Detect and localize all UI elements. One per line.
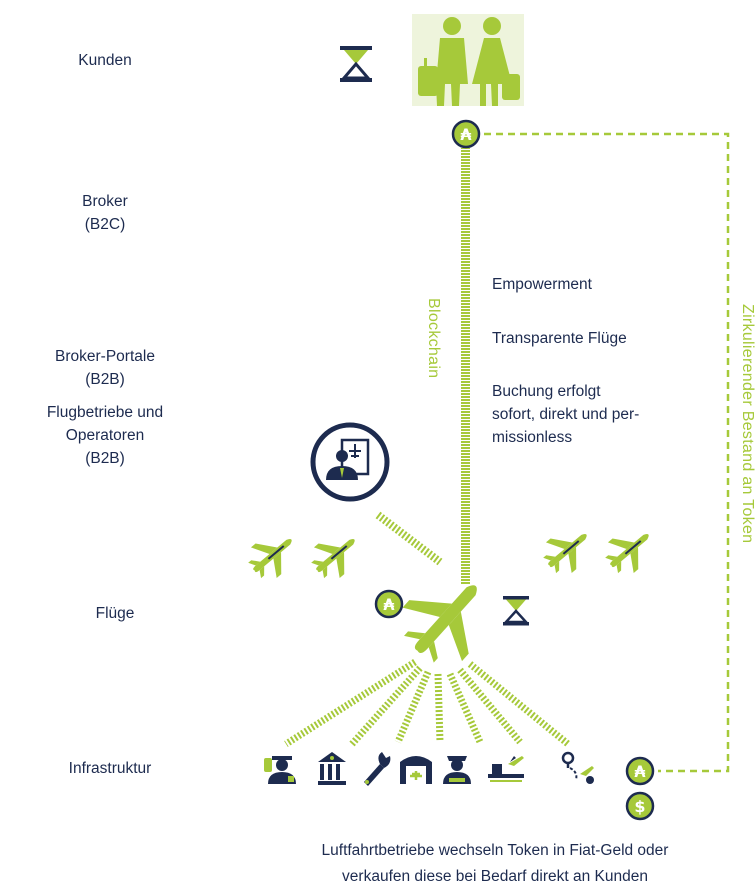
airplane-small-icon-4: [605, 534, 649, 574]
runway-icon: [488, 756, 524, 782]
level-flugbetriebe-label-2: Operatoren: [65, 427, 145, 444]
token-symbol-top: ₳: [460, 125, 472, 144]
blockchain-line: [461, 148, 470, 585]
level-broker: Broker (B2C): [40, 190, 170, 236]
operator-link: [375, 511, 443, 566]
pilot-badge-icon: [310, 422, 390, 502]
infrastructure-rays: [284, 659, 571, 747]
hourglass-icon-flights: [503, 596, 529, 626]
level-fluege-label: Flüge: [95, 605, 135, 622]
footer-line-2: verkaufen diese bei Bedarf direkt an Kun…: [342, 868, 648, 885]
token-icon-top: [451, 119, 481, 149]
benefit-empowerment: Empowerment: [492, 276, 592, 293]
dollar-symbol: $: [634, 797, 645, 816]
route-icon: [561, 751, 594, 784]
token-symbol-bottom: ₳: [634, 762, 646, 781]
footer-line-1: Luftfahrtbetriebe wechseln Token in Fiat…: [321, 842, 669, 859]
token-symbol-flights: ₳: [383, 595, 395, 614]
benefit-booking-line-3: missionless: [492, 429, 573, 446]
level-kunden: Kunden: [40, 49, 170, 72]
level-flugbetriebe-label-1: Flugbetriebe und: [46, 404, 164, 421]
level-flugbetriebe-sub: (B2B): [85, 450, 125, 467]
token-icon-bottom: [625, 756, 655, 786]
airplane-icon: [402, 585, 477, 663]
dollar-icon: [625, 791, 655, 821]
police-icon: [264, 756, 296, 784]
benefit-booking: Buchung erfolgt sofort, direkt und per- …: [492, 380, 639, 449]
level-flugbetriebe: Flugbetriebe und Operatoren (B2B): [10, 401, 200, 470]
benefit-booking-line-2: sofort, direkt und per-: [492, 406, 640, 423]
level-fluege: Flüge: [40, 602, 190, 625]
bank-icon: [318, 752, 346, 785]
travelers-icon: [412, 14, 524, 106]
footer-note: Luftfahrtbetriebe wechseln Token in Fiat…: [240, 838, 750, 890]
airplane-small-icon-1: [248, 539, 292, 579]
captain-icon: [443, 756, 471, 784]
airplane-small-icon-3: [543, 534, 587, 574]
level-kunden-label: Kunden: [78, 52, 132, 69]
level-broker-sub: (B2C): [84, 216, 126, 233]
token-icon-flights: [374, 589, 404, 619]
level-infrastruktur: Infrastruktur: [30, 757, 190, 780]
token-circulation-path: [484, 132, 730, 773]
benefit-transparency: Transparente Flüge: [492, 330, 627, 347]
wrench-icon: [364, 752, 391, 786]
level-portale-sub: (B2B): [85, 371, 125, 388]
level-infrastruktur-label: Infrastruktur: [68, 760, 152, 777]
benefit-booking-line-1: Buchung erfolgt: [492, 383, 601, 400]
level-portale: Broker-Portale (B2B): [25, 345, 185, 391]
level-portale-label: Broker-Portale: [55, 348, 155, 365]
hourglass-icon: [340, 46, 372, 82]
hangar-icon: [400, 756, 432, 784]
level-broker-label: Broker: [82, 193, 128, 210]
airplane-small-icon-2: [311, 539, 355, 579]
